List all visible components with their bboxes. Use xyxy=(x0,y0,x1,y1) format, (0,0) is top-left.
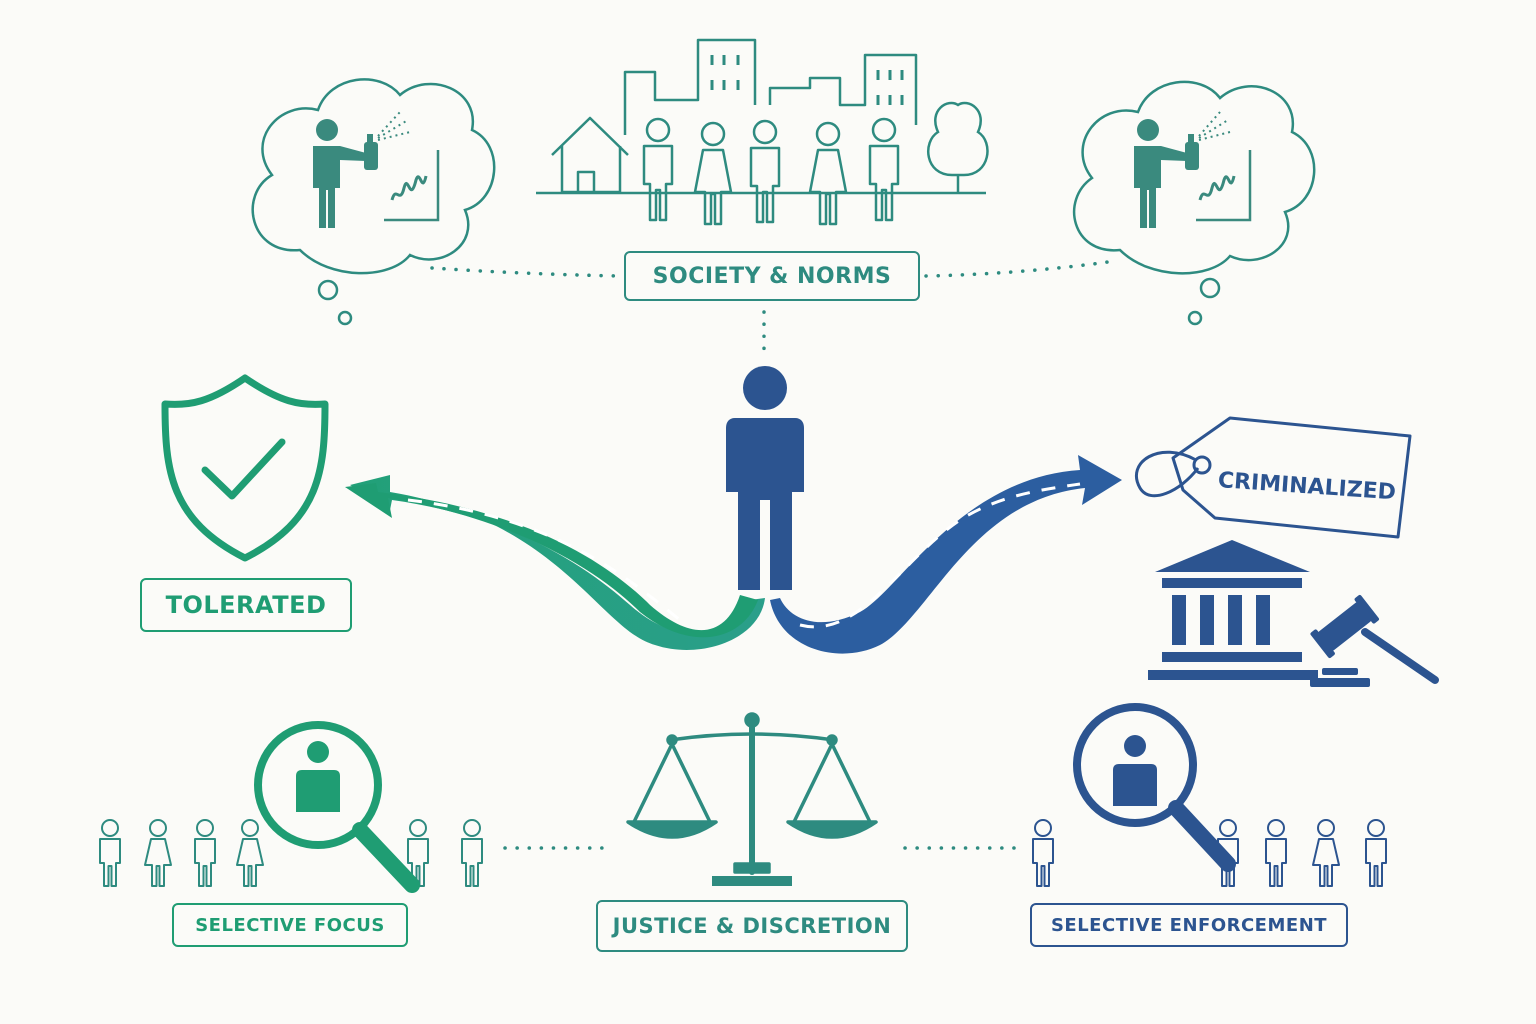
price-tag-icon xyxy=(1134,416,1412,539)
thought-cloud-icon xyxy=(251,78,496,326)
arrow-road-icon xyxy=(345,475,765,650)
graffiti-person-icon xyxy=(1134,111,1252,228)
magnifier-icon xyxy=(1073,703,1236,872)
courthouse-icon xyxy=(1148,540,1318,680)
shield-check-icon xyxy=(161,374,329,562)
graffiti-person-icon xyxy=(313,111,440,228)
society-norms-label: SOCIETY & NORMS xyxy=(624,251,920,301)
thought-cloud-icon xyxy=(1073,80,1316,326)
selective-enforcement-label: SELECTIVE ENFORCEMENT xyxy=(1030,903,1348,947)
justice-discretion-label: JUSTICE & DISCRETION xyxy=(596,900,908,952)
city-skyline-icon xyxy=(623,38,918,135)
gavel-icon xyxy=(1310,595,1439,687)
house-icon xyxy=(551,116,629,194)
scales-of-justice-icon xyxy=(626,712,878,886)
tolerated-label: TOLERATED xyxy=(140,578,352,632)
person-icon xyxy=(726,366,804,590)
magnifier-icon xyxy=(254,721,420,893)
arrow-road-icon xyxy=(770,455,1122,654)
crowd-icon xyxy=(642,117,900,226)
tree-icon xyxy=(927,101,989,192)
selective-focus-label: SELECTIVE FOCUS xyxy=(172,903,408,947)
